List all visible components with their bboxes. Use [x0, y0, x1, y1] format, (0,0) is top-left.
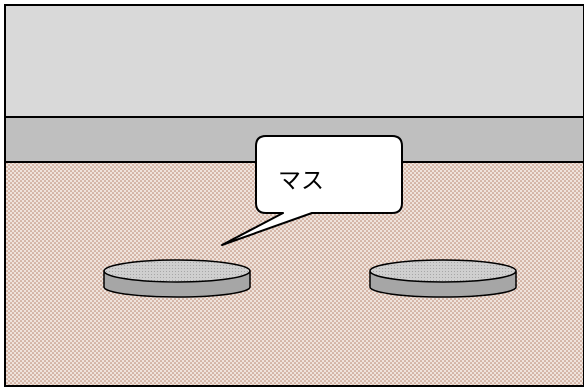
callout-label: マス [278, 168, 324, 194]
mass-left [103, 259, 251, 298]
mass-left-top [103, 259, 251, 283]
callout-bubble: マス [221, 135, 403, 246]
callout-shape [221, 135, 403, 246]
mass-right-top [369, 259, 517, 283]
mass-right [369, 259, 517, 298]
wall-face [4, 4, 584, 118]
diagram-frame [4, 4, 584, 387]
